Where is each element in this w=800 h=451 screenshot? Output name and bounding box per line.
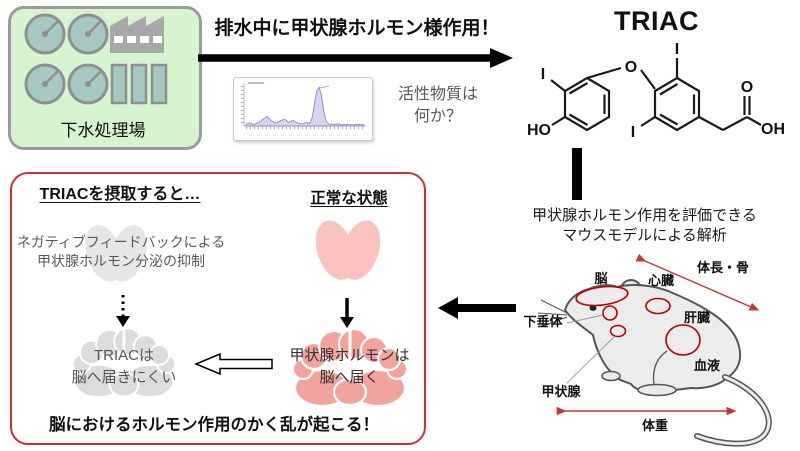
chromatogram-chart <box>241 82 366 130</box>
normal-brain-text: 甲状腺ホルモンは 脳へ届く <box>268 345 431 389</box>
chromatogram-panel <box>233 77 373 141</box>
question-line2: 何か？ <box>413 108 462 125</box>
wastewater-effect-label: 排水中に甲状腺ホルモン様作用！ <box>214 18 500 39</box>
hollow-left-arrow <box>194 353 273 375</box>
right-arrow <box>198 48 513 68</box>
chromatogram-trace <box>245 86 365 127</box>
atom-carbonyl-oxygen: O <box>741 79 753 96</box>
factory-icon <box>110 16 164 53</box>
mouse-model-caption: 甲状腺ホルモン作用を評価できる マウスモデルによる解析 <box>492 206 797 246</box>
triac-brain-line1: TRIACは <box>93 347 154 364</box>
thyroid-icon-pink <box>308 215 388 285</box>
sewage-plant-icon <box>24 13 168 105</box>
atom-ether-oxygen: O <box>625 59 637 76</box>
atom-iodine-top: I <box>675 41 679 58</box>
label-heart: 心臓 <box>648 273 674 288</box>
normal-brain-line1: 甲状腺ホルモンは <box>289 347 410 364</box>
feedback-line2: 甲状腺ホルモン分泌の抑制 <box>37 253 205 269</box>
mouse-model-line2: マウスモデルによる解析 <box>562 227 727 244</box>
mouse-body <box>563 284 742 392</box>
label-body-weight: 体重 <box>642 418 668 433</box>
result-box <box>10 172 426 445</box>
label-body-length-bone: 体長・骨 <box>697 260 749 275</box>
atom-iodine-bottom: I <box>631 124 635 141</box>
brain-circle <box>575 285 629 307</box>
mouse-diagram: 脳 心臓 下垂体 肝臓 血液 甲状腺 体長・骨 体重 <box>523 253 772 447</box>
negative-feedback-text: ネガティブフィードバックによる 甲状腺ホルモン分泌の抑制 <box>10 233 232 271</box>
label-brain: 脳 <box>594 271 607 286</box>
pituitary-circle <box>602 305 618 321</box>
mouse-hind-foot <box>637 383 677 397</box>
mouse-front-paw <box>601 370 621 382</box>
triac-structure: I HO O I I O OH <box>527 41 785 141</box>
label-thyroid: 甲状腺 <box>541 384 581 399</box>
label-pituitary: 下垂体 <box>523 314 563 329</box>
atom-hydroxyl-left: HO <box>527 122 551 139</box>
down-connector-bar <box>572 148 582 200</box>
triac-intake-heading: TRIACを摂取すると… <box>39 186 201 203</box>
thyroid-circle <box>609 324 627 338</box>
mouse-eye <box>589 305 597 311</box>
left-arrow <box>438 297 516 319</box>
feedback-line1: ネガティブフィードバックによる <box>16 234 226 250</box>
triac-brain-text: TRIACは 脳へ届きにくい <box>38 345 210 389</box>
body-length-arrow <box>635 253 760 311</box>
label-blood: 血液 <box>694 358 720 373</box>
liver-circle <box>665 324 701 356</box>
mouse-whiskers <box>537 299 568 327</box>
active-substance-question: 活性物質は 何か？ <box>383 84 493 128</box>
triac-brain-line2: 脳へ届きにくい <box>71 369 177 386</box>
label-liver: 肝臓 <box>684 310 710 325</box>
normal-state-heading: 正常な状態 <box>310 190 388 207</box>
triac-title: TRIAC <box>614 6 699 36</box>
solid-down-arrow <box>340 298 354 328</box>
mouse-model-line1: 甲状腺ホルモン作用を評価できる <box>532 207 757 224</box>
plant-label: 下水処理場 <box>60 121 146 140</box>
dotted-down-arrow <box>116 295 130 327</box>
atom-hydroxyl-right: OH <box>761 121 785 138</box>
question-line1: 活性物質は <box>397 86 478 103</box>
conclusion-text: 脳におけるホルモン作用のかく乱が起こる！ <box>49 416 379 434</box>
normal-brain-line2: 脳へ届く <box>319 369 380 386</box>
atom-iodine-left: I <box>541 66 545 83</box>
aeration-tank-icons <box>110 63 168 105</box>
